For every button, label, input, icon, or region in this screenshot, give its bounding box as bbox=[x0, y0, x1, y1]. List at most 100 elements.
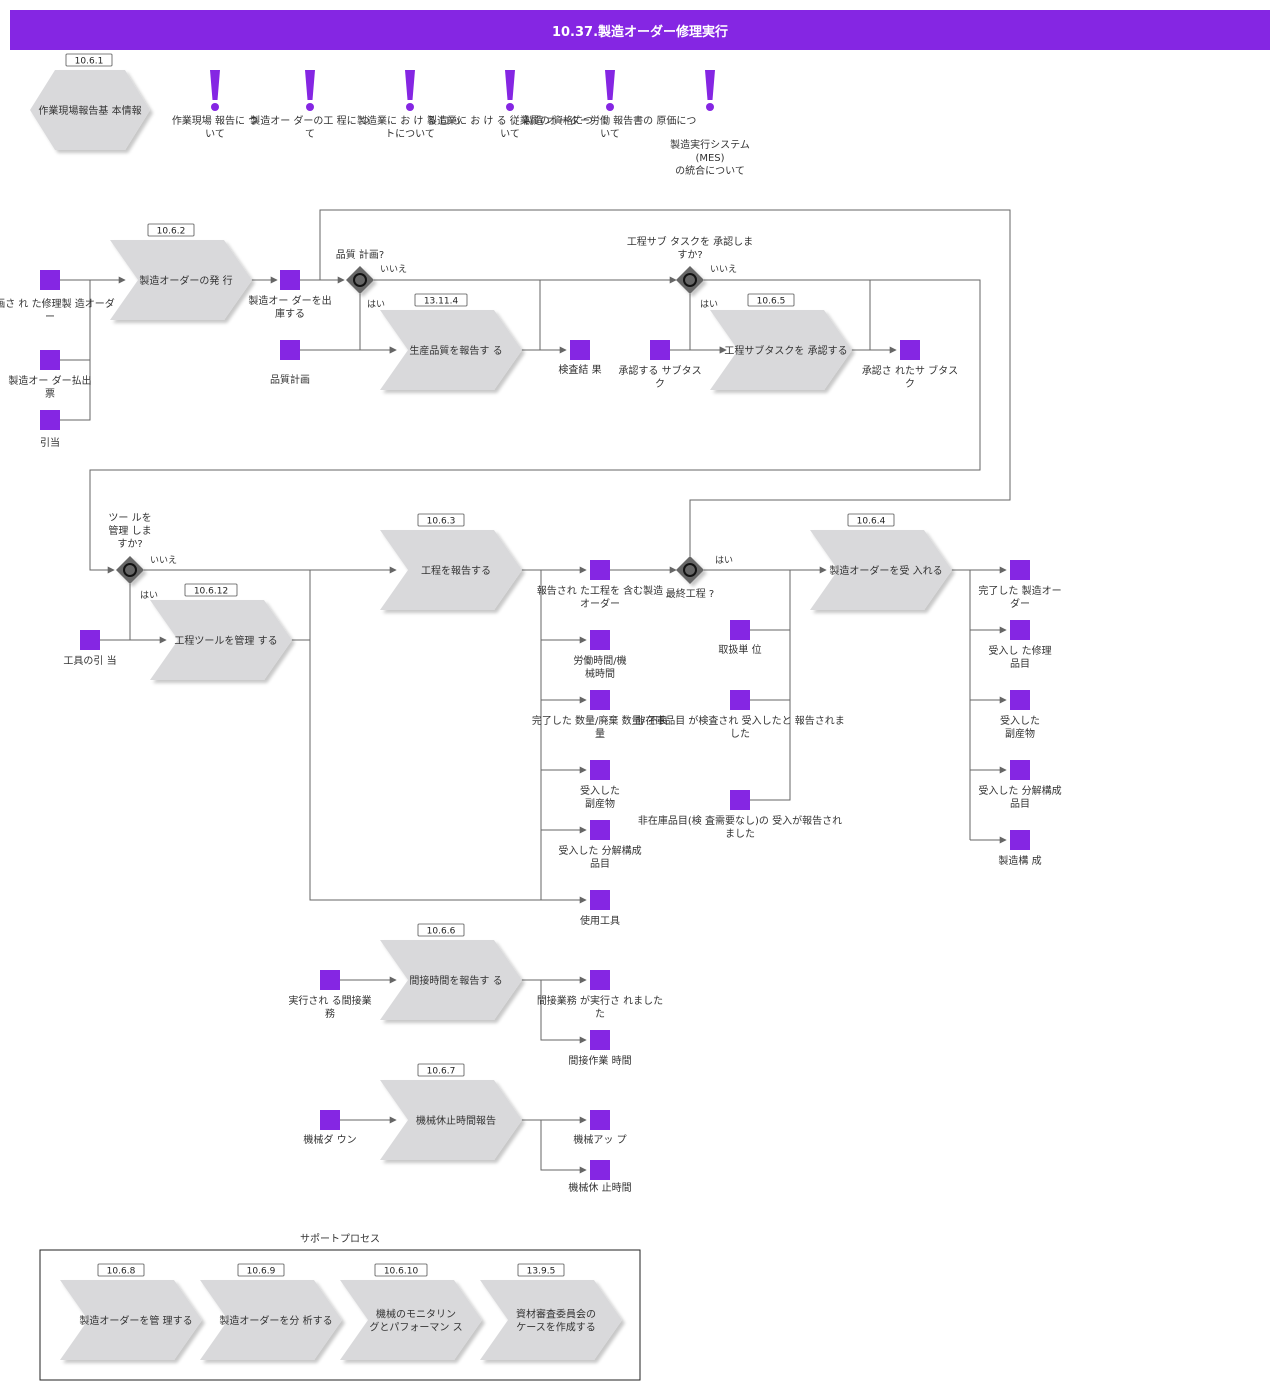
data-object-icon bbox=[1010, 620, 1030, 640]
process-number: 13.11.4 bbox=[424, 297, 459, 307]
label-line: 庫する bbox=[275, 307, 305, 320]
support-processes: サポートプロセス bbox=[39, 1233, 641, 1381]
data-d-planned: 計画さ れ た修理製 造オーダー bbox=[0, 270, 115, 323]
label-line: 機械休 止時間 bbox=[568, 1181, 631, 1194]
label-line: 品目 bbox=[1010, 798, 1030, 810]
support-frame bbox=[39, 1249, 641, 1381]
gateway-diamond[interactable] bbox=[676, 266, 704, 294]
data-d-recv-disasm: 受入した 分解構成品目 bbox=[978, 760, 1062, 810]
process-chevron[interactable] bbox=[380, 310, 522, 390]
process-chevron[interactable] bbox=[380, 530, 522, 610]
process-number-tag bbox=[147, 223, 195, 237]
note-note-5[interactable]: 製造 オ ーダー労働 報告書の 原価について bbox=[524, 70, 697, 140]
label-line: いいえ bbox=[380, 264, 407, 275]
hexagon-label: 作業現場報告基 本情報 bbox=[38, 104, 141, 117]
data-d-subtask: 承認する サブタスク bbox=[618, 340, 702, 390]
note-label: 作業現場 報告に ついて bbox=[172, 114, 258, 140]
process-chevron[interactable] bbox=[710, 310, 852, 390]
note-note-4[interactable]: 製造業に お け る 従業員の 資格について bbox=[427, 70, 593, 140]
data-d-bom: 製造構 成 bbox=[998, 830, 1042, 867]
process-chevron[interactable] bbox=[480, 1280, 622, 1360]
hexagon-shape[interactable] bbox=[30, 70, 150, 150]
label-line: 製造オー ダー払出 bbox=[8, 374, 91, 387]
data-object-label: 計画さ れ た修理製 造オーダー bbox=[0, 297, 115, 323]
data-object-label: 受入し た修理品目 bbox=[988, 644, 1051, 670]
gateway-g-final[interactable]: 最終工程 ?はい bbox=[666, 555, 733, 600]
data-object-icon bbox=[1010, 560, 1030, 580]
label-line: 使用工具 bbox=[580, 914, 620, 927]
label-line: 間接業務 が実行さ れました bbox=[537, 994, 663, 1007]
label-line: 10.6.5 bbox=[757, 297, 786, 307]
basic-info-hexagon[interactable]: 10.6.1 作業現場報告基 本情報 bbox=[30, 53, 150, 150]
note-note-2[interactable]: 製造オー ダーの工 程に つて bbox=[250, 70, 370, 140]
label-line: はい bbox=[367, 299, 385, 310]
label-line: 品質 計画? bbox=[336, 248, 385, 261]
label-line: 10.6.6 bbox=[427, 927, 456, 937]
label-line: 品質計画 bbox=[270, 373, 310, 386]
connector bbox=[750, 629, 791, 801]
label-line: 間接作業 時間 bbox=[568, 1054, 631, 1067]
gateway-diamond[interactable] bbox=[116, 556, 144, 584]
label-line: 非在庫品目 が検査され 受入したと 報告されま bbox=[635, 714, 845, 727]
data-d-tool-alloc: 工具の引 当 bbox=[63, 630, 117, 667]
exclamation-dot-icon bbox=[406, 103, 414, 111]
note-note-3[interactable]: 製造業に お け る ロ ットについて bbox=[357, 70, 463, 140]
process-chevron[interactable] bbox=[150, 600, 292, 680]
label-line: 票 bbox=[45, 388, 55, 400]
gateway-diamond[interactable] bbox=[676, 556, 704, 584]
gateway-diamond[interactable] bbox=[346, 266, 374, 294]
process-number-tag bbox=[847, 513, 895, 527]
process-number: 10.6.1 bbox=[75, 57, 104, 67]
gateway-yes-label: はい bbox=[700, 299, 718, 310]
data-object-label: 製造オー ダー払出票 bbox=[8, 374, 91, 400]
data-object-icon bbox=[900, 340, 920, 360]
label-line: 作業現場報告基 本情報 bbox=[38, 104, 141, 117]
process-number-tag bbox=[417, 1063, 465, 1077]
gateway-yes-label: はい bbox=[715, 555, 733, 566]
process-chevron[interactable] bbox=[60, 1280, 202, 1360]
label-line: 労働時間/機 bbox=[573, 654, 626, 667]
label-line: 品目 bbox=[590, 858, 610, 870]
process-number-tag bbox=[417, 923, 465, 937]
data-object-label: 取扱単 位 bbox=[718, 643, 761, 656]
process-chevron[interactable] bbox=[380, 940, 522, 1020]
label-line: 10.6.4 bbox=[857, 517, 886, 527]
process-chevron[interactable] bbox=[110, 240, 252, 320]
process-chevron[interactable] bbox=[200, 1280, 342, 1360]
process-p-approve[interactable]: 10.6.5 工程サブタスクを 承認する bbox=[710, 293, 852, 390]
data-object-icon bbox=[320, 1110, 340, 1130]
diagram-title: 10.37.製造オーダー修理実行 bbox=[10, 10, 1270, 50]
gateway-no-label: いいえ bbox=[380, 264, 407, 275]
process-chevron[interactable] bbox=[380, 1080, 522, 1160]
process-label: 製造オーダーを分 析する bbox=[219, 1314, 332, 1327]
data-object-icon bbox=[1010, 690, 1030, 710]
label-line: いて bbox=[205, 129, 225, 140]
data-object-label: 品質計画 bbox=[270, 373, 310, 386]
exclamation-icon bbox=[505, 70, 515, 100]
process-chevron[interactable] bbox=[340, 1280, 482, 1360]
label-line: 製造業に お け る 従業員の 資格につ bbox=[427, 114, 593, 127]
connector bbox=[540, 980, 587, 1044]
process-label: 工程サブタスクを 承認する bbox=[724, 344, 847, 357]
process-chevron[interactable] bbox=[810, 530, 952, 610]
note-note-1[interactable]: 作業現場 報告に ついて bbox=[172, 70, 258, 140]
label-line: の統合について bbox=[675, 164, 745, 177]
note-note-6[interactable]: 製造実行システム(MES)の統合について bbox=[670, 70, 750, 177]
label-line: 製造オーダーを管 理する bbox=[79, 1314, 192, 1327]
